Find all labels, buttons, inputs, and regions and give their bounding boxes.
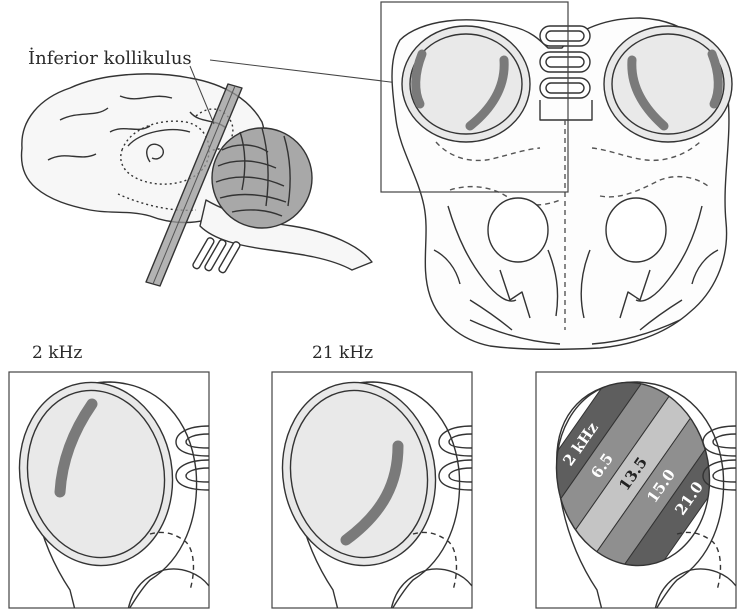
cranial-nerve-stubs xyxy=(192,237,241,274)
panel-middle-title: 21 kHz xyxy=(312,343,373,363)
cerebellum xyxy=(212,128,312,228)
coronal-section-drawing xyxy=(392,18,732,349)
panel-left xyxy=(5,370,209,614)
panel-middle xyxy=(268,370,472,614)
panel-left-title: 2 kHz xyxy=(32,343,82,363)
sagittal-brain-drawing xyxy=(22,74,372,286)
inferior-colliculus-label: İnferior kollikulus xyxy=(28,46,192,69)
